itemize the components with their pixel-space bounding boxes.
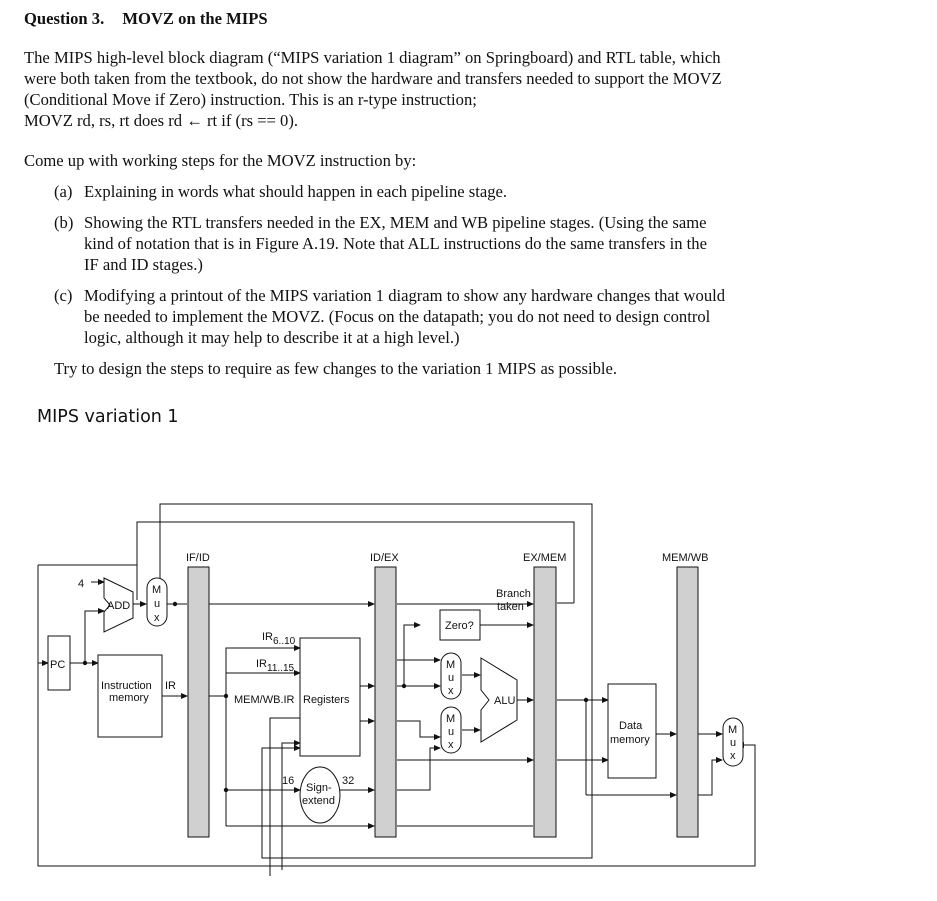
registers-label: Registers bbox=[303, 694, 350, 706]
intro-line: (Conditional Move if Zero) instruction. … bbox=[24, 90, 477, 109]
question-number: Question 3. bbox=[24, 9, 105, 28]
svg-text:x: x bbox=[448, 739, 454, 751]
data-memory-label-2: memory bbox=[610, 734, 650, 746]
item-line: Showing the RTL transfers needed in the … bbox=[84, 213, 707, 232]
question-heading: Question 3. MOVZ on the MIPS bbox=[24, 8, 804, 29]
zero-test bbox=[439, 609, 481, 641]
item-b: (b) Showing the RTL transfers needed in … bbox=[24, 212, 804, 275]
zero-label: Zero? bbox=[445, 620, 474, 632]
item-c: (c) Modifying a printout of the MIPS var… bbox=[24, 285, 804, 348]
data-memory bbox=[607, 683, 657, 779]
instruction-memory-label-1: Instruction bbox=[101, 680, 152, 692]
writeback-mux: M u x bbox=[722, 717, 744, 767]
svg-text:M: M bbox=[152, 584, 161, 596]
intro-paragraph: The MIPS high-level block diagram (“MIPS… bbox=[24, 47, 804, 131]
pc-mux: M u x bbox=[146, 577, 168, 627]
item-a: (a) Explaining in words what should happ… bbox=[24, 181, 804, 202]
branch-label-1: Branch bbox=[496, 588, 531, 600]
sign-extend bbox=[299, 766, 341, 824]
intro-line: The MIPS high-level block diagram (“MIPS… bbox=[24, 48, 721, 67]
question-title: MOVZ on the MIPS bbox=[122, 9, 268, 28]
pc-register bbox=[47, 635, 71, 691]
label-memwb: MEM/WB bbox=[662, 552, 708, 564]
item-label: (b) bbox=[54, 213, 74, 232]
label-ifid: IF/ID bbox=[186, 552, 210, 564]
label-idex: ID/EX bbox=[370, 552, 399, 564]
item-label: (a) bbox=[54, 182, 73, 201]
alu-label: ALU bbox=[494, 695, 515, 707]
ir-label: IR bbox=[165, 680, 176, 692]
width-16-label: 16 bbox=[282, 775, 294, 787]
pc-label: PC bbox=[50, 659, 65, 671]
add-label: ADD bbox=[107, 600, 130, 612]
svg-text:u: u bbox=[448, 672, 454, 684]
alu-mux-top: M u x bbox=[440, 652, 462, 700]
sign-extend-label-1: Sign- bbox=[306, 782, 332, 794]
question-document: Question 3. MOVZ on the MIPS The MIPS hi… bbox=[24, 8, 804, 396]
item-label: (c) bbox=[54, 286, 73, 305]
intro-line: MOVZ rd, rs, rt does rd ← rt if (rs == 0… bbox=[24, 111, 299, 130]
svg-text:M: M bbox=[446, 659, 455, 671]
diagram-heading: MIPS variation 1 bbox=[37, 407, 179, 427]
pipeline-register-ifid bbox=[187, 566, 210, 838]
svg-text:u: u bbox=[448, 726, 454, 738]
width-32-label: 32 bbox=[342, 775, 354, 787]
svg-text:u: u bbox=[730, 737, 736, 749]
svg-text:x: x bbox=[154, 612, 160, 624]
data-memory-label-1: Data bbox=[619, 720, 643, 732]
ir-11-15-label: IR11..15 bbox=[256, 658, 294, 674]
instruction-memory-label-2: memory bbox=[109, 692, 149, 704]
pipeline-register-memwb bbox=[676, 566, 699, 838]
item-line: IF and ID stages.) bbox=[84, 255, 203, 274]
pipeline-register-idex bbox=[374, 566, 397, 838]
sign-extend-label-2: extend bbox=[302, 795, 335, 807]
alu bbox=[480, 657, 518, 743]
alu-mux-bottom: M u x bbox=[440, 706, 462, 754]
pipeline-register-exmem bbox=[533, 566, 557, 838]
item-line: Modifying a printout of the MIPS variati… bbox=[84, 286, 726, 305]
junction-dots bbox=[82, 601, 589, 793]
memwb-ir-label: MEM/WB.IR bbox=[234, 694, 295, 706]
intro-line: were both taken from the textbook, do no… bbox=[24, 69, 722, 88]
svg-text:x: x bbox=[730, 750, 736, 762]
steps-intro: Come up with working steps for the MOVZ … bbox=[24, 151, 417, 170]
closing-instruction: Try to design the steps to require as fe… bbox=[54, 359, 618, 378]
item-line: kind of notation that is in Figure A.19.… bbox=[84, 234, 707, 253]
branch-label-2: taken bbox=[497, 601, 524, 613]
add-constant: 4 bbox=[78, 578, 84, 590]
item-line: Explaining in words what should happen i… bbox=[84, 182, 508, 201]
svg-text:M: M bbox=[728, 724, 737, 736]
instruction-memory bbox=[97, 654, 163, 738]
item-line: logic, although it may help to describe … bbox=[84, 328, 460, 347]
svg-text:u: u bbox=[154, 598, 160, 610]
svg-text:M: M bbox=[446, 713, 455, 725]
pc-adder bbox=[103, 577, 134, 633]
item-line: be needed to implement the MOVZ. (Focus … bbox=[84, 307, 711, 326]
pipeline-registers: IF/ID ID/EX EX/MEM MEM/WB bbox=[186, 552, 708, 838]
ir-6-10-label: IR6..10 bbox=[262, 631, 296, 647]
svg-text:x: x bbox=[448, 685, 454, 697]
register-file bbox=[299, 637, 361, 757]
label-exmem: EX/MEM bbox=[523, 552, 566, 564]
